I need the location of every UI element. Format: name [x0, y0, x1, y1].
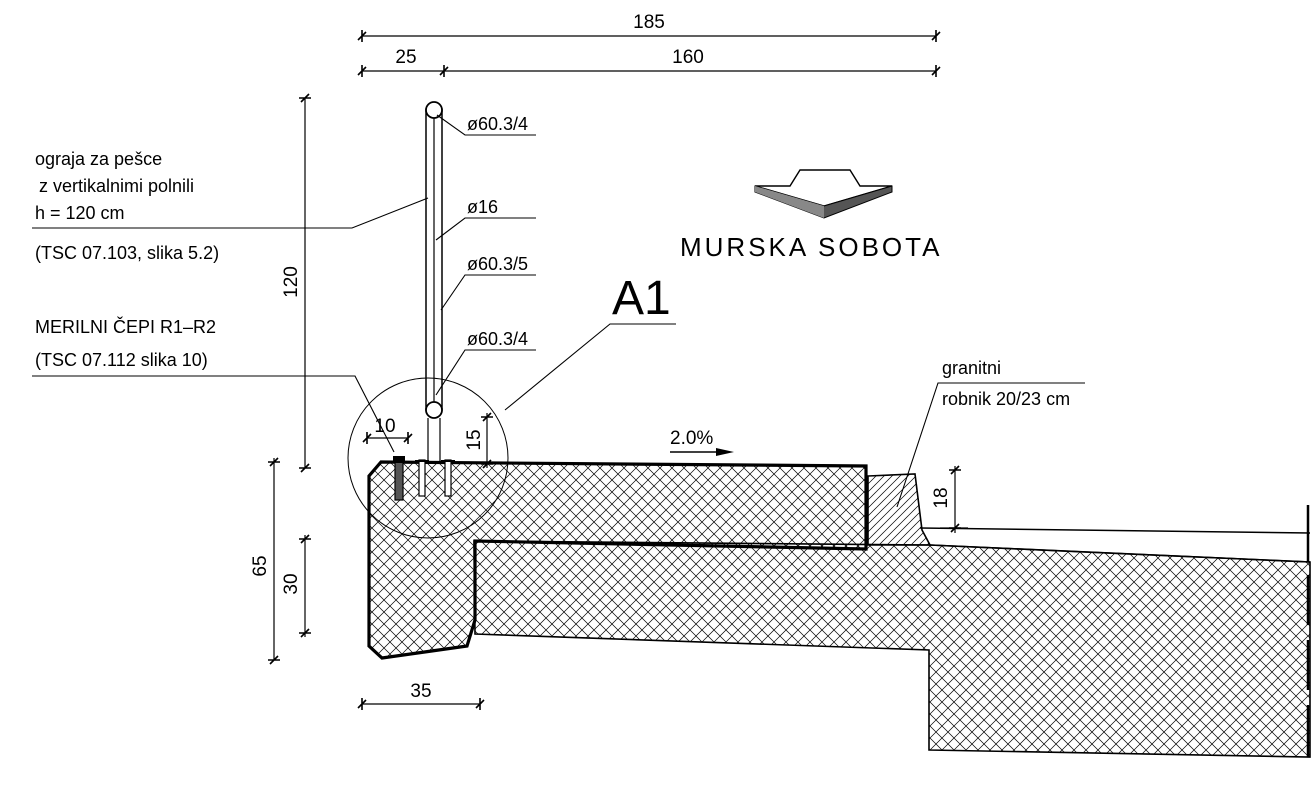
detail-circle — [347, 377, 509, 539]
dimension-ticks — [268, 30, 961, 710]
railing-label-ref: (TSC 07.103, slika 5.2) — [35, 243, 219, 263]
plugs-label-line1: MERILNI ČEPI R1–R2 — [35, 316, 216, 337]
dim-top-offset: 15 — [464, 429, 485, 450]
railing-label-line3: h = 120 cm — [35, 203, 125, 223]
direction-arrow-icon — [754, 169, 893, 219]
railing-label-leader — [32, 197, 429, 229]
callout-top-rail: ø60.3/4 — [467, 114, 528, 134]
railing-leaders — [435, 114, 676, 411]
top-rail — [425, 101, 443, 119]
dim-railing-height: 120 — [281, 266, 302, 298]
plugs-label-ref: (TSC 07.112 slika 10) — [35, 350, 208, 370]
pedestrian-railing — [425, 101, 443, 462]
dim-cap-width: 35 — [410, 681, 431, 702]
callout-post: ø60.3/5 — [467, 254, 528, 274]
bottom-rail — [425, 401, 443, 419]
dim-right-width: 160 — [672, 47, 704, 68]
edge-beam — [367, 460, 868, 660]
dim-curb-height: 18 — [931, 487, 952, 508]
curb-label-leader — [896, 382, 1085, 508]
direction-destination: MURSKA SOBOTA — [680, 232, 942, 262]
deck-slab — [473, 540, 1311, 758]
dim-cap-height: 65 — [250, 555, 271, 576]
railing-label-line1: ograja za pešce — [35, 149, 162, 169]
plugs-label-leader — [32, 375, 395, 453]
railing-label-line2: z vertikalnimi polnili — [39, 176, 194, 196]
curb-label-line2: robnik 20/23 cm — [942, 389, 1070, 409]
callout-detail-ref: A1 — [612, 272, 671, 325]
dimension-lines — [273, 35, 968, 705]
callout-bottom-rail: ø60.3/4 — [467, 329, 528, 349]
dim-total-width: 185 — [633, 12, 665, 33]
road-surface — [919, 527, 1311, 563]
curb-label-line1: granitni — [942, 358, 1001, 378]
anchor-bolts — [393, 456, 455, 501]
slope-arrow — [670, 448, 734, 456]
callout-vertical-bar: ø16 — [467, 197, 498, 217]
granite-curb — [867, 473, 932, 546]
dim-left-width: 25 — [395, 47, 416, 68]
dim-bolt-spacing: 10 — [374, 416, 395, 437]
slope-label: 2.0% — [670, 428, 713, 449]
dim-lower-height: 30 — [281, 573, 302, 594]
